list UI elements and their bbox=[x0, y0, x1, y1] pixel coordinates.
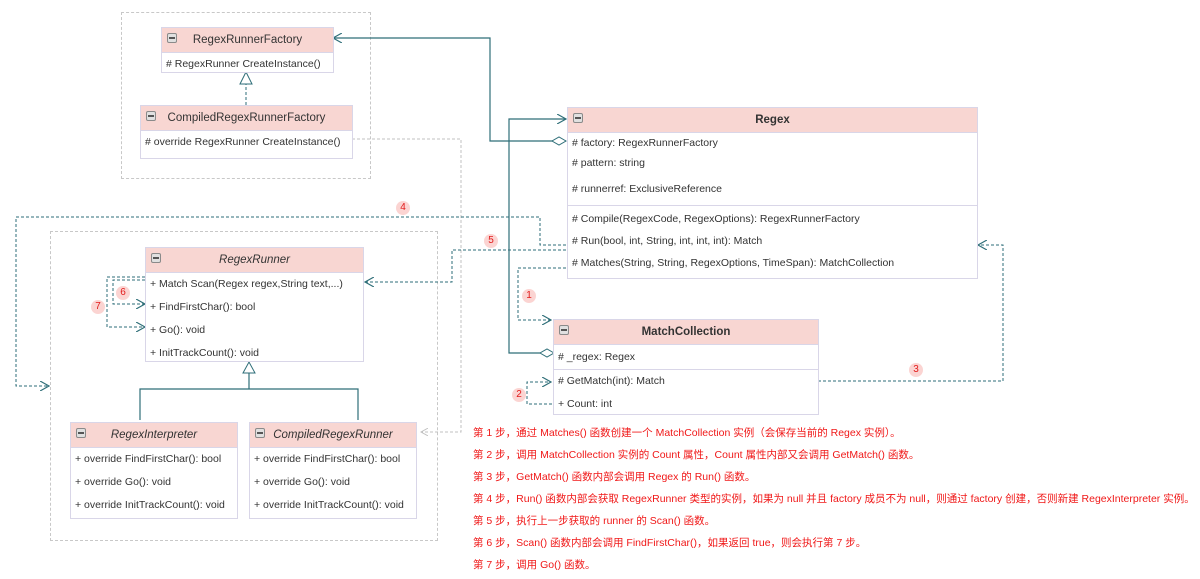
class-method: # Compile(RegexCode, RegexOptions): Rege… bbox=[572, 213, 860, 225]
step-text-6: 第 6 步，Scan() 函数内部会调用 FindFirstChar()，如果返… bbox=[473, 537, 867, 549]
class-member: + override FindFirstChar(): bool bbox=[75, 453, 222, 465]
step-text-3: 第 3 步，GetMatch() 函数内部会调用 Regex 的 Run() 函… bbox=[473, 471, 756, 483]
class-header: Regex bbox=[568, 108, 977, 133]
class-name: Regex bbox=[755, 114, 790, 126]
class-name: RegexInterpreter bbox=[110, 429, 198, 441]
inheritance-triangle bbox=[242, 360, 256, 374]
class-header: RegexRunner bbox=[146, 248, 363, 273]
class-member: # override RegexRunner CreateInstance() bbox=[145, 136, 341, 148]
steps-description: 第 1 步，通过 Matches() 函数创建一个 MatchCollectio… bbox=[473, 422, 1195, 576]
step-badge-4: 4 bbox=[396, 201, 410, 215]
class-header: RegexInterpreter bbox=[71, 423, 237, 448]
class-regex[interactable]: Regex # factory: RegexRunnerFactory # pa… bbox=[567, 107, 978, 279]
class-match-collection[interactable]: MatchCollection # _regex: Regex # GetMat… bbox=[553, 319, 819, 415]
collapse-icon[interactable] bbox=[76, 428, 86, 438]
collapse-icon[interactable] bbox=[151, 253, 161, 263]
step-4-line bbox=[15, 216, 566, 386]
class-member: + Match Scan(Regex regex,String text,...… bbox=[150, 278, 343, 290]
step-badge-6: 6 bbox=[116, 286, 130, 300]
factory-realization-triangle bbox=[239, 70, 253, 85]
step-text-4: 第 4 步，Run() 函数内部会获取 RegexRunner 类型的实例，如果… bbox=[473, 493, 1195, 505]
class-compiled-regex-runner[interactable]: CompiledRegexRunner + override FindFirst… bbox=[249, 422, 417, 519]
class-member: + override InitTrackCount(): void bbox=[254, 499, 404, 511]
factory-association-line bbox=[333, 38, 566, 142]
factory-creates-runner-line bbox=[352, 138, 462, 432]
class-method: # Run(bool, int, String, int, int, int):… bbox=[572, 235, 763, 247]
class-header: CompiledRegexRunner bbox=[250, 423, 416, 448]
step-badge-7: 7 bbox=[91, 300, 105, 314]
step-badge-3: 3 bbox=[909, 363, 923, 377]
class-field: # runnerref: ExclusiveReference bbox=[572, 183, 722, 195]
class-member: + override FindFirstChar(): bool bbox=[254, 453, 401, 465]
step-text-7: 第 7 步，调用 Go() 函数。 bbox=[473, 559, 596, 571]
class-field: # pattern: string bbox=[572, 157, 645, 169]
step-6-line bbox=[112, 279, 145, 304]
collapse-icon[interactable] bbox=[167, 33, 177, 43]
class-name: CompiledRegexRunner bbox=[273, 429, 393, 441]
step-text-2: 第 2 步，调用 MatchCollection 实例的 Count 属性，Co… bbox=[473, 449, 920, 461]
class-name: CompiledRegexRunnerFactory bbox=[167, 112, 326, 124]
class-method: # Matches(String, String, RegexOptions, … bbox=[572, 257, 895, 269]
class-member: + override Go(): void bbox=[254, 476, 350, 488]
regex-association-line bbox=[508, 119, 566, 354]
step-2-line bbox=[526, 382, 552, 405]
step-text-5: 第 5 步，执行上一步获取的 runner 的 Scan() 函数。 bbox=[473, 515, 716, 527]
class-compiled-regex-runner-factory[interactable]: CompiledRegexRunnerFactory # override Re… bbox=[140, 105, 353, 159]
class-member: + InitTrackCount(): void bbox=[150, 347, 260, 359]
step-3-line bbox=[818, 245, 1004, 382]
section-divider bbox=[568, 205, 977, 206]
runner-package-frame bbox=[50, 231, 438, 541]
class-regex-runner[interactable]: RegexRunner + Match Scan(Regex regex,Str… bbox=[145, 247, 364, 362]
collapse-icon[interactable] bbox=[146, 111, 156, 121]
class-member: + FindFirstChar(): bool bbox=[150, 301, 256, 313]
collapse-icon[interactable] bbox=[573, 113, 583, 123]
class-header: MatchCollection bbox=[554, 320, 818, 345]
class-header: RegexRunnerFactory bbox=[162, 28, 333, 53]
class-regex-runner-factory[interactable]: RegexRunnerFactory # RegexRunner CreateI… bbox=[161, 27, 334, 73]
class-field: # factory: RegexRunnerFactory bbox=[572, 137, 718, 149]
step-badge-1: 1 bbox=[522, 289, 536, 303]
factory-package-frame bbox=[121, 12, 371, 179]
class-header: CompiledRegexRunnerFactory bbox=[141, 106, 352, 131]
inheritance-line bbox=[139, 368, 359, 420]
step-1-line bbox=[517, 267, 566, 320]
collapse-icon[interactable] bbox=[559, 325, 569, 335]
class-name: RegexRunnerFactory bbox=[192, 34, 303, 46]
class-member: + Go(): void bbox=[150, 324, 206, 336]
class-field: # _regex: Regex bbox=[558, 351, 636, 363]
class-member: # RegexRunner CreateInstance() bbox=[166, 58, 321, 70]
step-badge-2: 2 bbox=[512, 388, 526, 402]
class-member: + override InitTrackCount(): void bbox=[75, 499, 225, 511]
class-method: # GetMatch(int): Match bbox=[558, 375, 665, 387]
class-name: MatchCollection bbox=[641, 326, 731, 338]
class-name: RegexRunner bbox=[219, 254, 290, 266]
factory-diamond bbox=[550, 136, 568, 146]
regex-diamond bbox=[538, 348, 556, 358]
step-text-1: 第 1 步，通过 Matches() 函数创建一个 MatchCollectio… bbox=[473, 427, 901, 439]
step-5-line bbox=[365, 249, 566, 282]
section-divider bbox=[554, 369, 818, 370]
class-method: + Count: int bbox=[558, 398, 612, 410]
collapse-icon[interactable] bbox=[255, 428, 265, 438]
step-7-line bbox=[106, 276, 145, 327]
step-badge-5: 5 bbox=[484, 234, 498, 248]
class-regex-interpreter[interactable]: RegexInterpreter + override FindFirstCha… bbox=[70, 422, 238, 519]
class-member: + override Go(): void bbox=[75, 476, 171, 488]
